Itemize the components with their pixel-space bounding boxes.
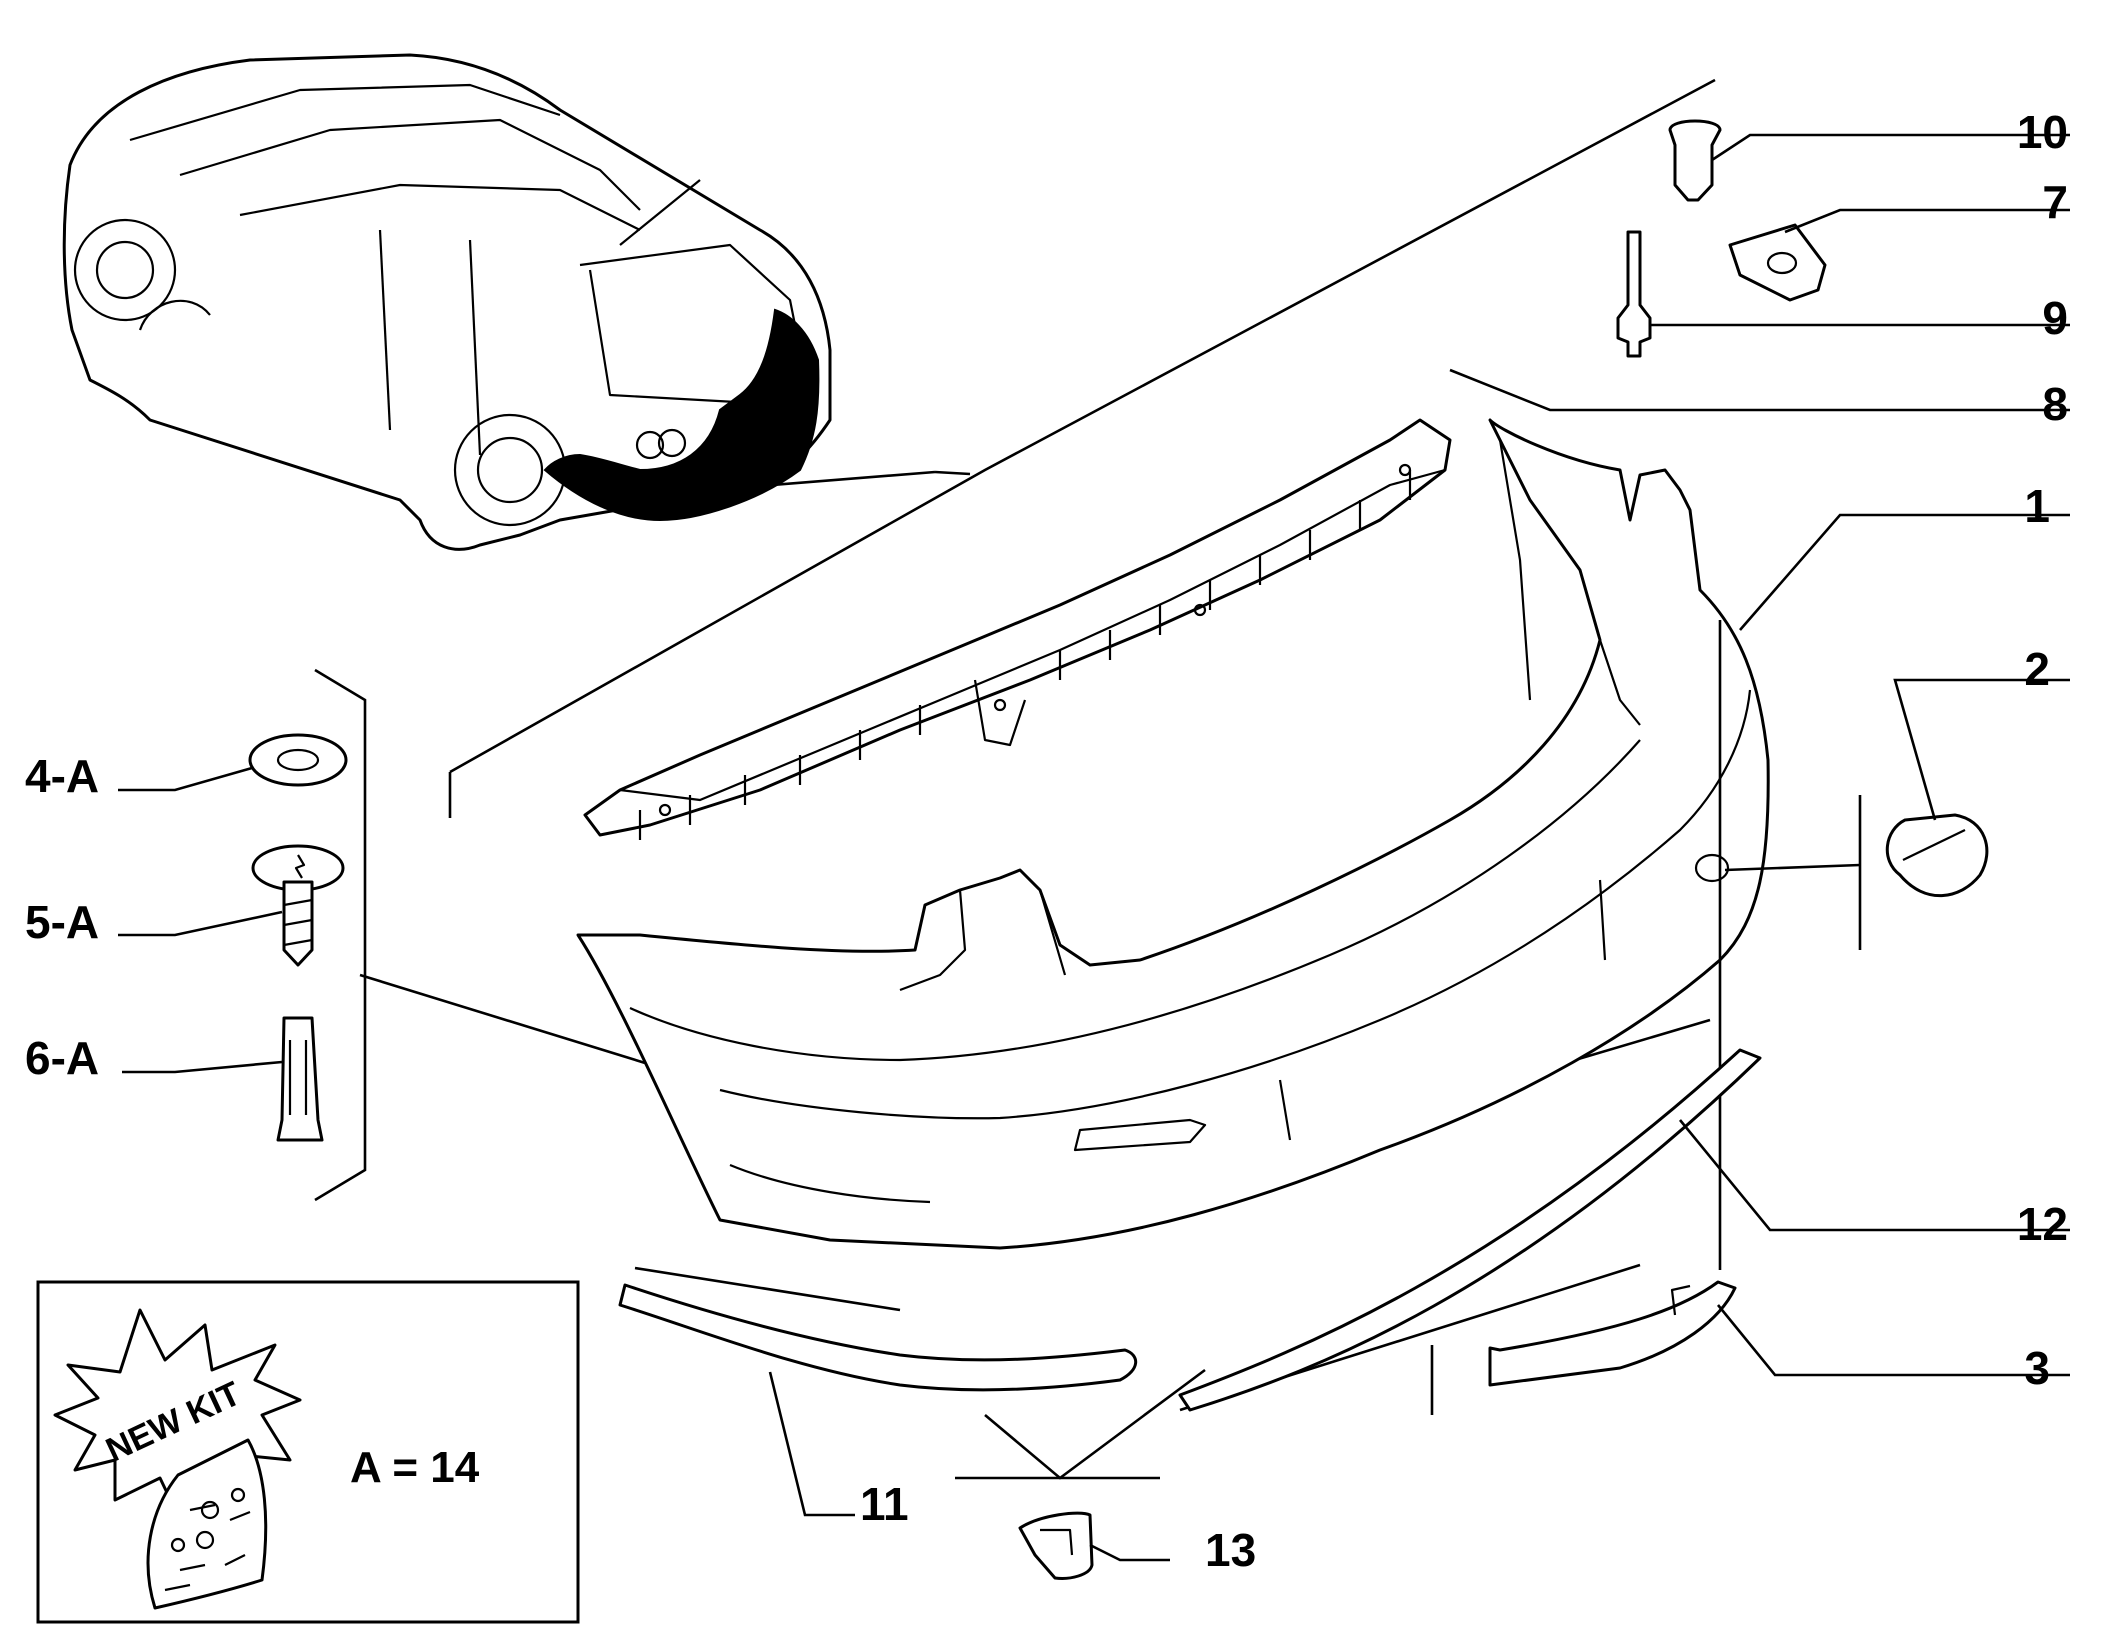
part-8-bumper-rail <box>583 368 2070 840</box>
callout-1: 1 <box>2024 480 2050 532</box>
part-5A-screw <box>118 844 345 967</box>
part-6A-expansion-sleeve <box>122 1016 324 1142</box>
callout-11: 11 <box>860 1478 909 1530</box>
kit-legend: A = 14 <box>350 1443 480 1492</box>
part-3-reflector <box>1488 1280 2070 1387</box>
callout-9: 9 <box>2042 292 2068 344</box>
callout-2: 2 <box>2024 643 2050 695</box>
part-13-bracket <box>984 1368 1206 1580</box>
part-11-lower-trim <box>618 1283 1138 1517</box>
part-1-bumper-shell <box>576 418 2070 1270</box>
part-12-trim-strip <box>1178 1048 2070 1412</box>
part-2-tow-hook-cap <box>1724 678 2070 898</box>
callout-12: 12 <box>2017 1198 2068 1250</box>
new-kit-box: NEW KIT A = 14 <box>36 1280 580 1624</box>
callout-13: 13 <box>1205 1524 1256 1576</box>
part-7-speed-nut <box>1728 208 2070 302</box>
callout-8: 8 <box>2042 378 2068 430</box>
callout-4A: 4-A <box>25 750 99 802</box>
part-4A-washer <box>118 733 348 792</box>
callout-5A: 5-A <box>25 896 99 948</box>
part-9-pin-fastener <box>1616 230 2070 358</box>
callout-labels: 10 7 9 8 1 2 4-A 5-A 6-A 12 11 13 3 <box>25 106 2068 1576</box>
kit-bag <box>146 1438 268 1610</box>
callout-10: 10 <box>2017 106 2068 158</box>
callout-3: 3 <box>2024 1342 2050 1394</box>
part-10-push-clip <box>1668 119 2070 202</box>
car-illustration <box>62 53 936 551</box>
highlighted-bumper-area <box>543 308 820 522</box>
callout-7: 7 <box>2042 176 2068 228</box>
callout-6A: 6-A <box>25 1032 99 1084</box>
